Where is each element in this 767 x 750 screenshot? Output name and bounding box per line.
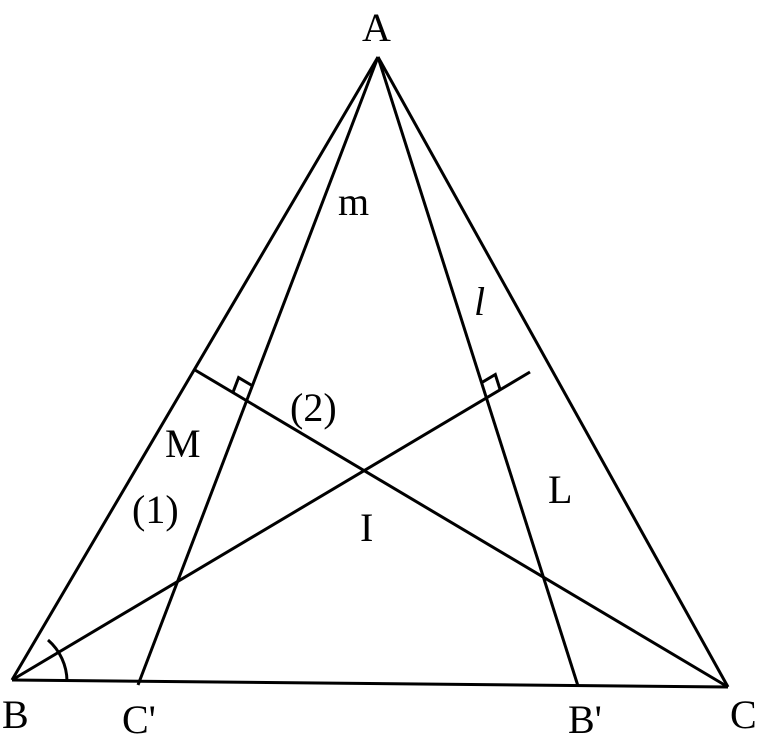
line-l — [376, 56, 580, 687]
label-angle-1: (1) — [132, 487, 179, 532]
right-angle-mark-M — [231, 375, 254, 394]
angle-arc-B — [46, 638, 69, 682]
label-C-prime: C' — [122, 697, 156, 742]
side-AB — [10, 56, 380, 681]
label-m: m — [338, 179, 370, 224]
bisector-C — [194, 368, 729, 689]
label-A: A — [362, 5, 391, 50]
label-B-prime: B' — [568, 697, 602, 742]
label-M: M — [165, 421, 201, 466]
label-B: B — [2, 692, 29, 737]
bisector-B — [11, 370, 531, 682]
right-angle-mark-L — [480, 372, 502, 391]
label-l: l — [474, 279, 486, 324]
label-C: C — [730, 692, 757, 737]
label-angle-2: (2) — [290, 385, 337, 430]
side-BC — [11, 678, 729, 689]
label-I: I — [360, 505, 374, 550]
side-AC — [376, 56, 730, 688]
label-L: L — [548, 467, 573, 512]
line-m — [136, 56, 380, 686]
